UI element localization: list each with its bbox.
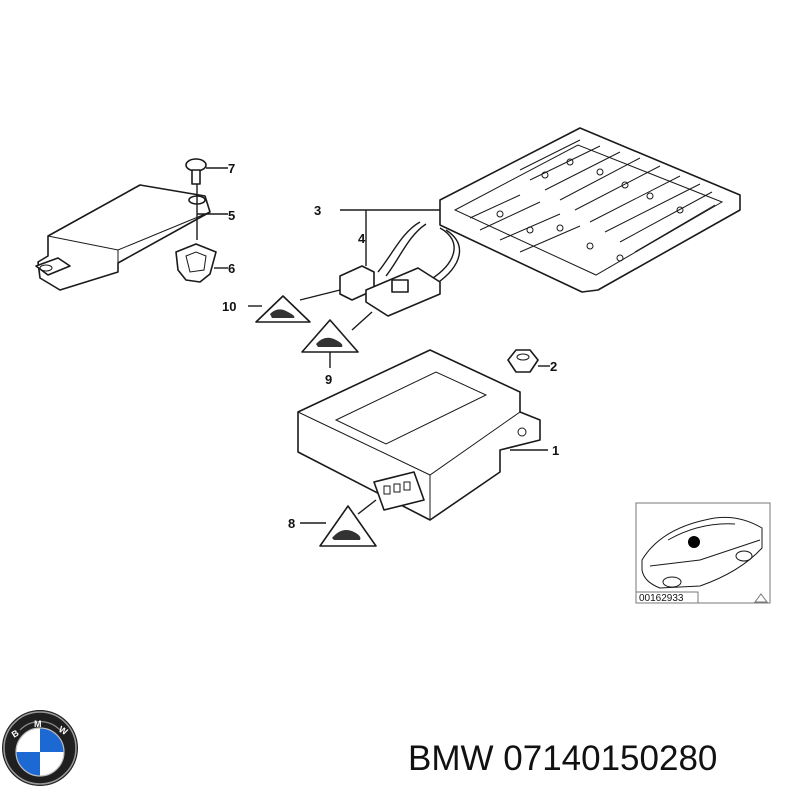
part-label-7: 7 xyxy=(228,161,235,176)
part-label-8: 8 xyxy=(288,516,295,531)
warning-triangle-icon xyxy=(248,295,311,323)
warning-triangle-icon xyxy=(301,311,373,368)
bracket-part xyxy=(188,184,228,240)
inset-code: 00162933 xyxy=(639,593,684,604)
brand-part-number: BMW 07140150280 xyxy=(408,739,718,778)
part-label-10: 10 xyxy=(222,299,236,314)
bmw-logo-icon: B M W xyxy=(2,710,78,786)
part-label-6: 6 xyxy=(228,261,235,276)
svg-text:M: M xyxy=(34,719,42,729)
screw-part xyxy=(185,158,228,185)
control-unit xyxy=(297,349,548,521)
cable-connector xyxy=(299,221,461,317)
svg-text:B: B xyxy=(10,728,21,740)
warning-triangle-icon xyxy=(300,499,377,547)
car-location-inset: 00162933 xyxy=(635,502,771,604)
part-label-4: 4 xyxy=(358,231,366,246)
part-label-1: 1 xyxy=(552,443,559,458)
heating-mat xyxy=(340,127,741,293)
antenna-module xyxy=(35,184,211,291)
part-label-5: 5 xyxy=(228,208,235,223)
part-label-9: 9 xyxy=(325,372,332,387)
clip-nut-part xyxy=(175,243,228,283)
part-label-2: 2 xyxy=(550,359,557,374)
part-label-3: 3 xyxy=(314,203,321,218)
nut-part xyxy=(507,349,550,373)
